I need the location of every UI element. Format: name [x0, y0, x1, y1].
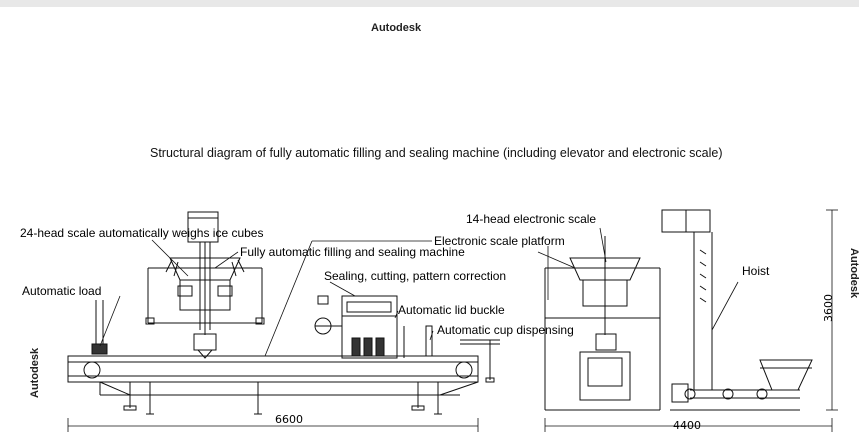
- label-lid-buckle: Automatic lid buckle: [398, 303, 505, 317]
- load-hopper: [91, 300, 108, 355]
- watermark-right: Autodesk: [848, 248, 859, 299]
- conveyor-line: [67, 355, 479, 396]
- dimension-lines: [67, 209, 838, 432]
- label-electronic-scale-platform: Electronic scale platform: [434, 234, 565, 248]
- label-automatic-load: Automatic load: [22, 284, 102, 298]
- dimension-length: 6600: [275, 413, 303, 426]
- label-24-head-scale: 24-head scale automatically weighs ice c…: [20, 226, 264, 240]
- diagram-title: Structural diagram of fully automatic fi…: [150, 146, 723, 160]
- watermark-top: Autodesk: [371, 22, 422, 34]
- label-hoist: Hoist: [742, 264, 770, 278]
- conveyor-legs: [123, 382, 442, 415]
- dimension-height: 3600: [822, 294, 835, 322]
- watermark-left: Autodesk: [29, 347, 41, 398]
- scale-24-frame: [145, 211, 265, 359]
- filling-machine: [314, 295, 500, 383]
- leader-lines: [99, 227, 739, 357]
- label-sealing-cutting: Sealing, cutting, pattern correction: [324, 269, 507, 283]
- top-strip: [0, 0, 859, 7]
- hoist-elevator: [661, 209, 813, 411]
- label-14-head-scale: 14-head electronic scale: [466, 212, 597, 226]
- side-view-frame: [544, 236, 661, 411]
- label-filling-machine: Fully automatic filling and sealing mach…: [240, 245, 465, 259]
- label-cup-dispensing: Automatic cup dispensing: [437, 323, 574, 337]
- dimension-width: 4400: [673, 419, 701, 432]
